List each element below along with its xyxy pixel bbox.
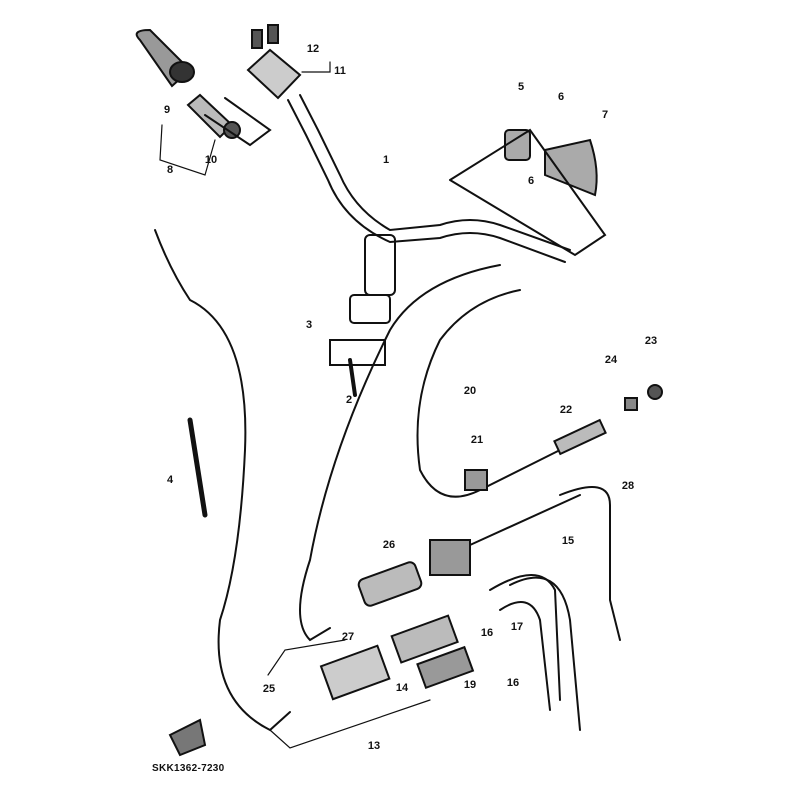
callout-6a: 6	[557, 91, 565, 103]
cables	[154, 229, 621, 732]
callout-5: 5	[517, 81, 525, 93]
callout-2: 2	[345, 394, 353, 406]
left-grip	[135, 24, 302, 147]
callout-13: 13	[367, 740, 381, 752]
handlebar	[287, 94, 571, 324]
callout-16a: 16	[480, 627, 494, 639]
callout-4: 4	[166, 474, 174, 486]
throttle-assembly	[449, 128, 607, 257]
callout-24: 24	[604, 354, 618, 366]
callout-11: 11	[334, 65, 346, 77]
bracket-lines	[159, 61, 431, 749]
callout-21: 21	[470, 434, 484, 446]
callout-7: 7	[601, 109, 609, 121]
callout-23: 23	[644, 335, 658, 347]
callout-22: 22	[559, 404, 573, 416]
callout-3: 3	[305, 319, 313, 331]
callout-20: 20	[463, 385, 477, 397]
callout-12: 12	[306, 43, 320, 55]
callout-17: 17	[510, 621, 524, 633]
callout-15: 15	[561, 535, 575, 547]
callout-9: 9	[163, 104, 171, 116]
callout-25: 25	[262, 683, 276, 695]
callout-10: 10	[204, 154, 218, 166]
callout-16b: 16	[506, 677, 520, 689]
callout-26: 26	[382, 539, 396, 551]
callout-27: 27	[341, 631, 355, 643]
callout-28: 28	[621, 480, 635, 492]
small-parts	[168, 339, 663, 757]
callout-8: 8	[166, 164, 174, 176]
callout-1: 1	[382, 154, 390, 166]
callout-14: 14	[395, 682, 409, 694]
callout-19: 19	[463, 679, 477, 691]
diagram-code: SKK1362-7230	[152, 763, 225, 774]
callout-6b: 6	[527, 175, 535, 187]
